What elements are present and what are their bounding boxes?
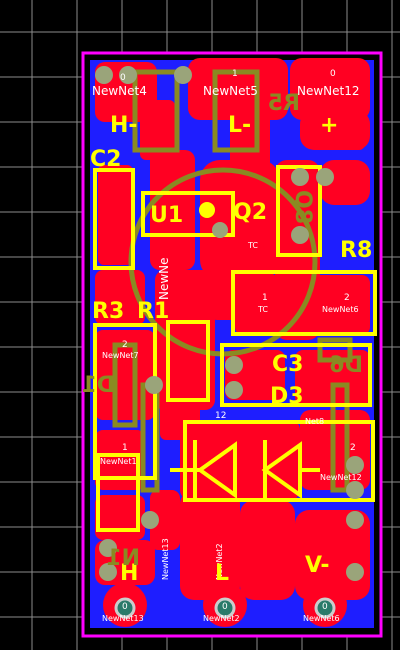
net-label-newnet5[interactable]: NewNet5 [203,84,258,98]
net-label-newnet2-vertical[interactable]: NewNet2 [215,543,224,580]
net-label-newnet2[interactable]: NewNet2 [203,614,240,623]
silkscreen-top [93,165,377,532]
pad-holes [114,597,336,619]
designator-q2[interactable]: Q2 [233,200,267,225]
pin-number: 0 [330,69,336,79]
net-label-newnet12[interactable]: NewNet12 [297,84,360,98]
net-label-newnet12-right[interactable]: NewNet12 [320,473,362,482]
pin-number: 0 [222,602,228,612]
designator-h-minus[interactable]: H- [110,113,138,138]
designator-d6-mirrored[interactable]: D6 [329,353,363,378]
net-label-newnet13[interactable]: NewNet13 [102,614,144,623]
designator-n1-mirrored[interactable]: N1 [106,546,140,571]
bottom-designators: R5 D1 D6 Q8 N1 [81,91,363,571]
designator-l[interactable]: L [215,561,229,586]
designator-l-minus[interactable]: L- [228,113,251,138]
net-label-newnet7[interactable]: NewNet7 [102,351,139,360]
pin-number: 0 [322,602,328,612]
net-label-newnet1[interactable]: NewNet1 [100,457,137,466]
net-label-newnet13-vertical[interactable]: NewNet13 [161,538,170,580]
net-label-newnet6[interactable]: NewNet6 [322,305,359,314]
designator-q8-mirrored[interactable]: Q8 [290,190,315,224]
designator-c3[interactable]: C3 [272,352,303,377]
net-label-newnet4[interactable]: NewNet4 [92,84,147,98]
u1-pin1-dot [199,202,215,218]
pin-number: 12 [215,411,226,421]
designator-d1-mirrored[interactable]: D1 [81,373,115,398]
designator-r5-mirrored[interactable]: R5 [268,91,300,116]
pin-number: 2 [122,340,128,350]
designator-c2[interactable]: C2 [90,147,121,172]
designators: H- L- + C2 U1 Q2 R8 R3 R1 C3 D3 H L V- [90,113,372,586]
pin-number: 1 [232,69,238,79]
designator-v-minus[interactable]: V- [305,553,330,578]
designator-r8[interactable]: R8 [340,238,372,263]
pin-number: 1 [262,293,268,303]
pin-number: 0 [122,602,128,612]
pin-number: 1 [122,443,128,453]
vias [95,66,364,581]
pin-number: 0 [120,73,126,83]
designator-plus[interactable]: + [320,113,338,138]
tc-label: TC [257,305,268,314]
pin-number: 2 [344,293,350,303]
designator-r1[interactable]: R1 [137,299,169,324]
pin-number: 2 [350,443,356,453]
designator-d3[interactable]: D3 [270,384,304,409]
designator-h[interactable]: H [120,561,138,586]
net-label-newne[interactable]: NewNe [157,257,171,300]
net-label-net8[interactable]: Net8 [305,417,324,426]
net-label-newnet6-bottom[interactable]: NewNet6 [303,614,340,623]
tc-label-2: TC [247,241,258,250]
designator-r3[interactable]: R3 [92,299,124,324]
designator-u1[interactable]: U1 [150,203,183,228]
